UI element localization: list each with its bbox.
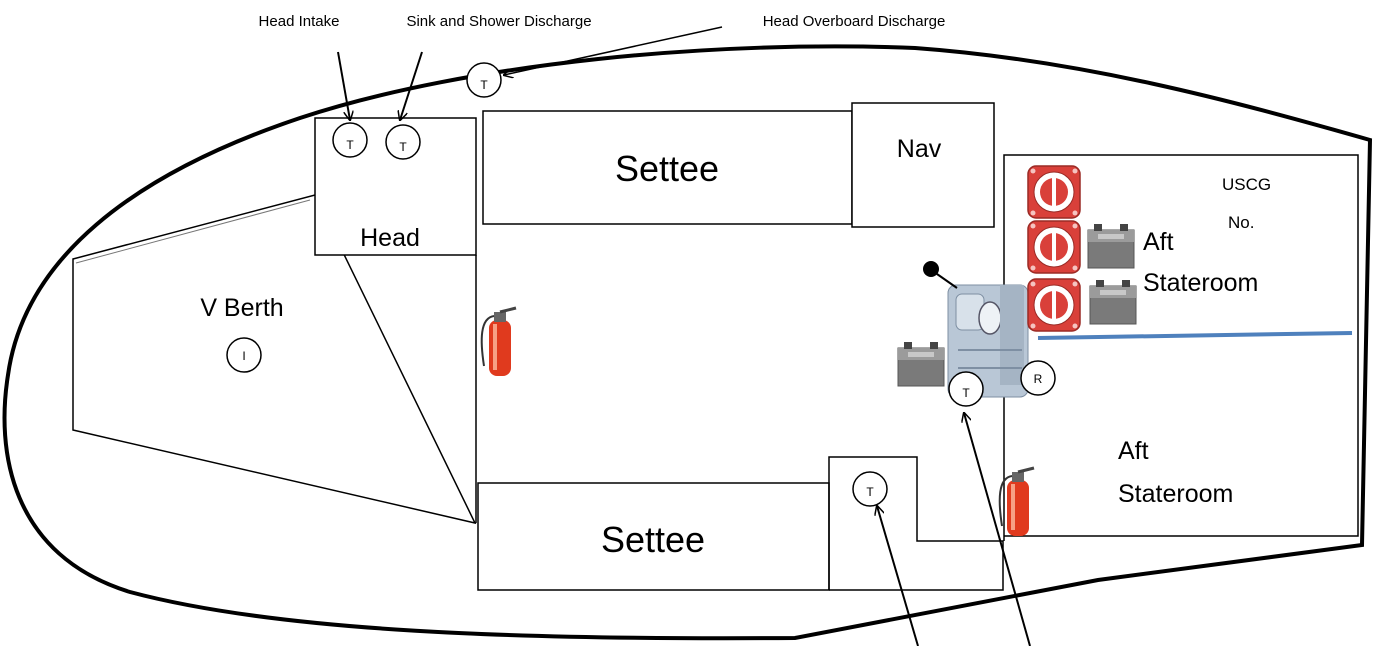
v-berth-label: V Berth (200, 294, 283, 322)
head-intake-arrow (337, 51, 350, 120)
raw-water-marker: R (1020, 360, 1056, 396)
head-label: Head (360, 224, 420, 252)
hull-outline (2, 44, 1373, 641)
aft-stateroom-outline (1003, 154, 1359, 541)
aft-stateroom-lower-label-line2: Stateroom (1118, 480, 1233, 508)
battery-icon (1089, 279, 1137, 325)
svg-text:T: T (866, 485, 874, 499)
settee-upper (482, 110, 853, 225)
v-berth-outline (72, 194, 477, 525)
settee-upper-label: Settee (615, 148, 719, 189)
galley-thru-hull-arrow (877, 506, 919, 646)
svg-text:I: I (242, 349, 245, 363)
uscg-label: USCG (1222, 175, 1271, 194)
svg-text:T: T (480, 78, 488, 92)
v-berth-intake-marker: I (226, 337, 262, 373)
sink-discharge-arrow (400, 51, 423, 120)
engine-icon (923, 261, 1029, 398)
engine-thru-hull: T (948, 371, 984, 407)
fire-extinguisher-icon (480, 306, 518, 378)
battery-icon (897, 341, 945, 387)
battery-icon (1087, 223, 1135, 269)
aft-stateroom-upper-label-line1: Aft (1143, 228, 1174, 256)
head-overboard-arrow (504, 26, 723, 75)
svg-text:T: T (962, 386, 970, 400)
settee-lower-label: Settee (601, 519, 705, 560)
battery-switch-icon (1027, 165, 1081, 219)
aft-divider (1037, 331, 1353, 340)
head-intake-label: Head Intake (259, 13, 340, 30)
nav-station (851, 102, 995, 228)
uscg-number-label: No. (1228, 213, 1254, 232)
sink-shower-discharge-label: Sink and Shower Discharge (406, 13, 591, 30)
aft-stateroom-upper-label-line2: Stateroom (1143, 269, 1258, 297)
v-berth-inner-line (75, 199, 311, 264)
battery-switch-icon (1027, 220, 1081, 274)
head-overboard-thru-hull: T (466, 62, 502, 98)
nav-label: Nav (897, 135, 942, 163)
engine-thru-hull-arrow (964, 413, 1031, 646)
galley-thru-hull: T (852, 471, 888, 507)
svg-text:R: R (1034, 372, 1043, 386)
aft-stateroom-lower-label-line1: Aft (1118, 437, 1149, 465)
svg-text:T: T (346, 138, 354, 152)
fire-extinguisher-icon (998, 466, 1036, 538)
sink-discharge-thru-hull: T (385, 124, 421, 160)
galley-outline (828, 456, 1004, 591)
head-intake-thru-hull: T (332, 122, 368, 158)
svg-text:T: T (399, 140, 407, 154)
head-overboard-discharge-label: Head Overboard Discharge (763, 13, 946, 30)
battery-switch-icon (1027, 278, 1081, 332)
